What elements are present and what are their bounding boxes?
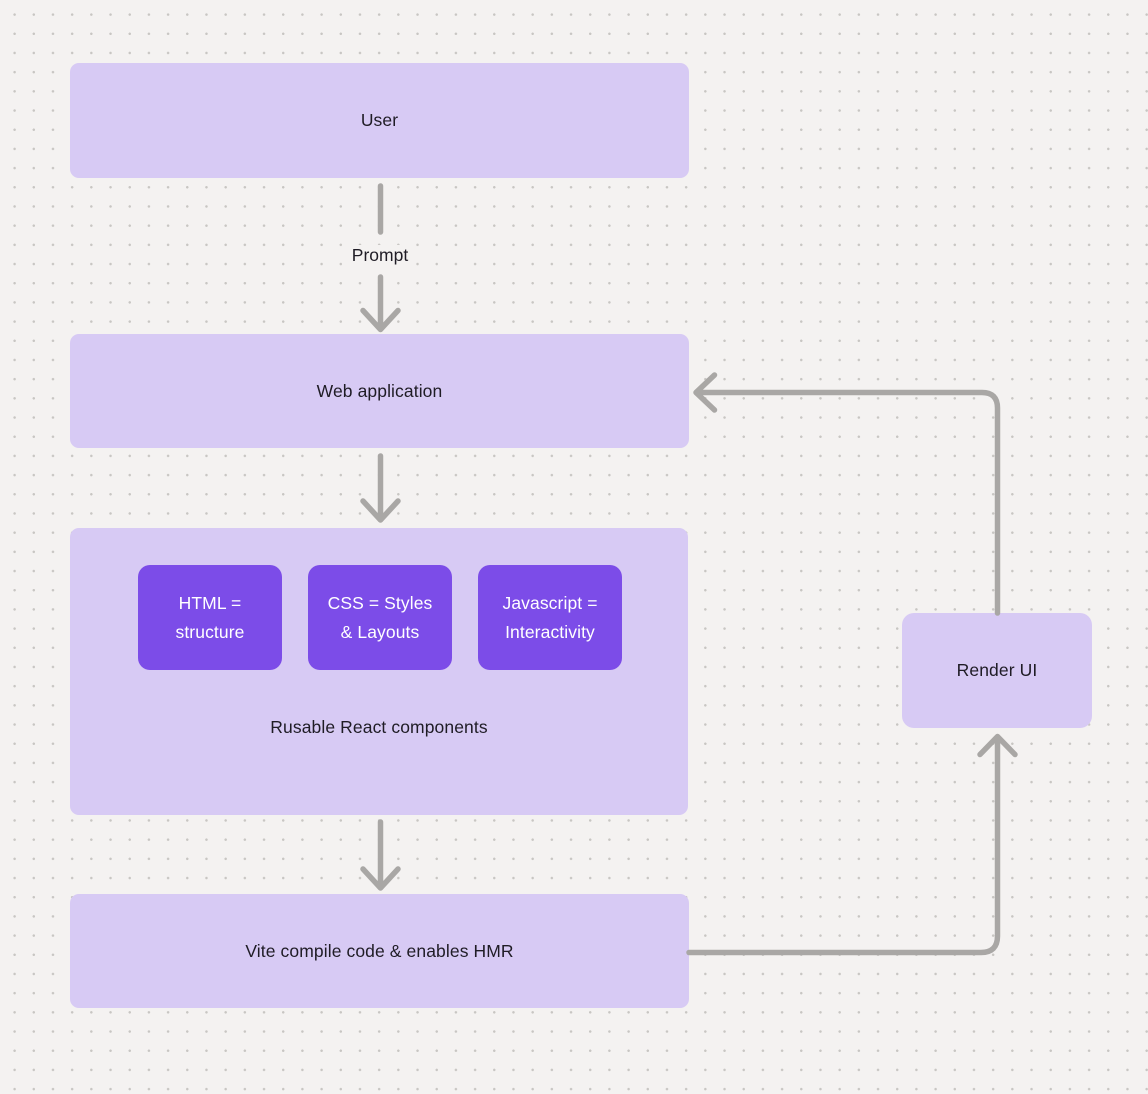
component-css-label: CSS = Styles & Layouts (327, 592, 433, 642)
component-html-label: HTML = structure (175, 592, 245, 642)
component-html: HTML = structure (138, 565, 282, 670)
node-react-components-caption: Rusable React components (270, 717, 488, 737)
node-user-label: User (360, 110, 399, 130)
node-render-ui: Render UI (902, 613, 1092, 728)
node-react-components-group: HTML = structure CSS = Styles & Layouts … (70, 528, 688, 815)
node-vite-label: Vite compile code & enables HMR (245, 940, 514, 961)
component-javascript-label: Javascript = Interactivity (502, 592, 598, 642)
node-vite: Vite compile code & enables HMR (70, 894, 689, 1008)
component-css: CSS = Styles & Layouts (308, 565, 452, 670)
edge-label-prompt: Prompt (346, 245, 414, 266)
node-render-ui-label: Render UI (956, 660, 1038, 680)
component-javascript: Javascript = Interactivity (478, 565, 622, 670)
node-web-application-label: Web application (316, 380, 443, 401)
node-web-application: Web application (70, 334, 689, 448)
node-user: User (70, 63, 689, 178)
